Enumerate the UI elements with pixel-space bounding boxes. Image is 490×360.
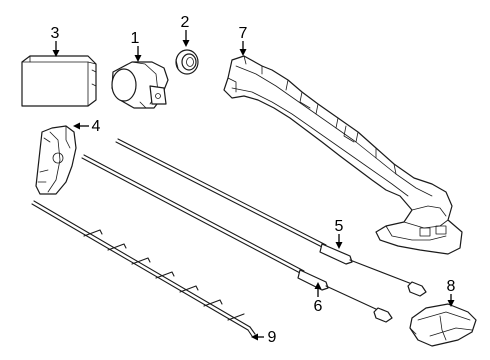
callout-2-label: 2 bbox=[181, 14, 190, 31]
callout-4-arrow bbox=[73, 122, 80, 130]
callout-9: 9 bbox=[251, 329, 277, 346]
callout-7: 7 bbox=[239, 25, 248, 56]
callout-3-label: 3 bbox=[51, 25, 60, 42]
callout-8-label: 8 bbox=[447, 278, 456, 295]
callout-1-arrow bbox=[134, 55, 142, 62]
callout-1-label: 1 bbox=[131, 30, 140, 47]
callout-3-arrow bbox=[52, 50, 60, 57]
callout-8: 8 bbox=[447, 278, 456, 307]
callout-1: 1 bbox=[131, 30, 142, 62]
callout-5-label: 5 bbox=[335, 218, 344, 235]
part-6-cable bbox=[81, 154, 393, 323]
callout-7-arrow bbox=[239, 49, 247, 56]
part-9-harness bbox=[31, 200, 256, 337]
callout-5: 5 bbox=[335, 218, 344, 249]
part-2-grommet bbox=[175, 49, 199, 75]
callout-9-label: 9 bbox=[268, 329, 277, 346]
part-4-bracket bbox=[35, 125, 77, 195]
callout-5-arrow bbox=[335, 242, 343, 249]
callout-8-arrow bbox=[447, 300, 455, 307]
part-3-module bbox=[21, 55, 97, 107]
callout-7-label: 7 bbox=[239, 25, 248, 42]
part-8-module bbox=[409, 303, 477, 347]
callout-2: 2 bbox=[181, 14, 190, 47]
callout-3: 3 bbox=[51, 25, 60, 57]
callout-4-label: 4 bbox=[92, 118, 101, 135]
callout-6: 6 bbox=[314, 282, 323, 315]
callout-4: 4 bbox=[73, 118, 101, 135]
callout-6-label: 6 bbox=[314, 298, 323, 315]
part-1-sensor bbox=[111, 61, 169, 109]
part-7-bracket bbox=[223, 55, 463, 255]
callout-2-arrow bbox=[182, 40, 190, 47]
callout-6-arrow bbox=[314, 282, 322, 289]
part-5-cable bbox=[115, 138, 427, 297]
callout-9-arrow bbox=[251, 333, 258, 341]
